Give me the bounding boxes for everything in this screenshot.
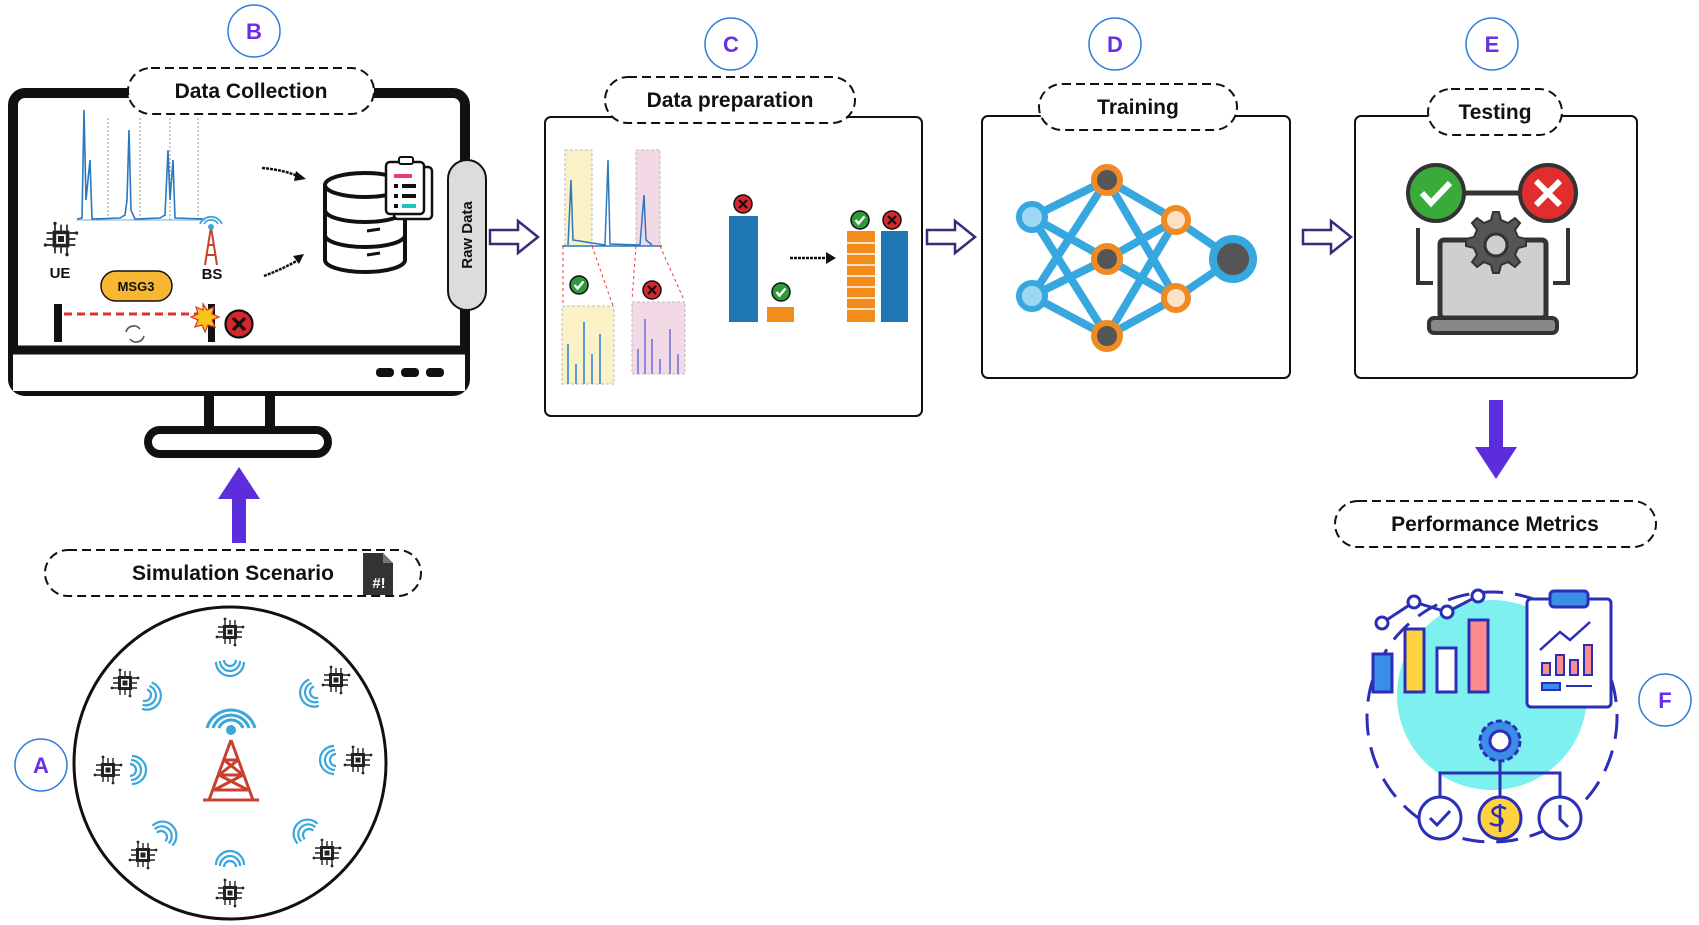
arrow-right-icon	[826, 252, 836, 264]
svg-text:Simulation Scenario: Simulation Scenario	[132, 562, 334, 585]
check-icon	[1406, 163, 1466, 223]
failure-cross-icon	[223, 308, 255, 340]
class-balancing	[729, 193, 908, 322]
spectrum-segmentation	[561, 149, 686, 385]
performance-metrics-illustration	[1365, 588, 1619, 844]
data-preparation-label: Data preparation	[604, 76, 856, 124]
svg-text:Data Collection: Data Collection	[175, 80, 328, 103]
svg-text:Testing: Testing	[1458, 101, 1531, 124]
cross-icon	[881, 209, 903, 231]
explosion-icon	[189, 302, 221, 334]
svg-text:A: A	[33, 753, 49, 778]
dollar-icon	[1477, 795, 1523, 841]
bs-label: BS	[202, 266, 223, 283]
svg-text:#!: #!	[372, 575, 385, 592]
msg3-badge: MSG3	[100, 270, 173, 302]
svg-text:MSG3: MSG3	[118, 279, 155, 294]
arrow-right-icon	[1301, 219, 1353, 255]
collection-arrows	[261, 166, 306, 278]
data-collection-label: Data Collection	[127, 67, 375, 115]
clock-icon	[1537, 795, 1583, 841]
bs-tower-icon	[199, 215, 223, 266]
svg-text:D: D	[1107, 32, 1123, 57]
svg-text:F: F	[1658, 688, 1671, 713]
raw-data-tab: Raw Data	[447, 159, 487, 311]
step-letter-f: F	[1638, 673, 1692, 727]
svg-text:Data preparation: Data preparation	[647, 89, 814, 112]
simulation-cell-area	[72, 605, 388, 921]
svg-text:Raw Data: Raw Data	[459, 201, 476, 269]
cell-tower-icon	[203, 708, 259, 802]
arrow-up-icon	[218, 467, 260, 543]
testing-icon	[1406, 163, 1578, 335]
neural-network-icon	[1016, 164, 1257, 352]
monitor	[8, 88, 470, 458]
bar-chart-icon	[1371, 588, 1490, 694]
script-file-icon: #!	[363, 553, 393, 595]
check-icon	[568, 274, 590, 296]
step-letter-d: D	[1088, 17, 1142, 71]
testing-label: Testing	[1427, 88, 1563, 136]
step-letter-e: E	[1465, 17, 1519, 71]
transmission-link	[54, 302, 255, 343]
svg-text:Performance Metrics: Performance Metrics	[1391, 513, 1599, 536]
document-icon	[384, 156, 434, 221]
arrow-right-icon	[488, 219, 540, 255]
check-icon	[770, 281, 792, 303]
step-letter-c: C	[704, 17, 758, 71]
clipboard-icon	[1525, 589, 1613, 709]
svg-text:E: E	[1485, 32, 1500, 57]
arrow-right-icon	[925, 219, 977, 255]
refresh-icon	[125, 325, 145, 343]
cross-icon	[732, 193, 754, 215]
signal-spectrum-plot	[76, 109, 206, 221]
performance-metrics-label: Performance Metrics	[1334, 500, 1657, 548]
svg-text:Training: Training	[1097, 96, 1179, 119]
svg-text:C: C	[723, 32, 739, 57]
simulation-scenario-label: Simulation Scenario	[44, 549, 422, 597]
arrow-down-icon	[1475, 400, 1517, 479]
step-letter-a: A	[14, 738, 68, 792]
gear-icon	[1465, 211, 1527, 274]
cross-icon	[1518, 163, 1578, 223]
check-icon	[849, 209, 871, 231]
step-letter-b: B	[227, 4, 281, 58]
svg-text:B: B	[246, 19, 262, 44]
check-icon	[1417, 795, 1463, 841]
gear-icon	[1478, 719, 1522, 763]
training-label: Training	[1038, 83, 1238, 131]
ue-label: UE	[50, 265, 71, 282]
cross-icon	[641, 279, 663, 301]
